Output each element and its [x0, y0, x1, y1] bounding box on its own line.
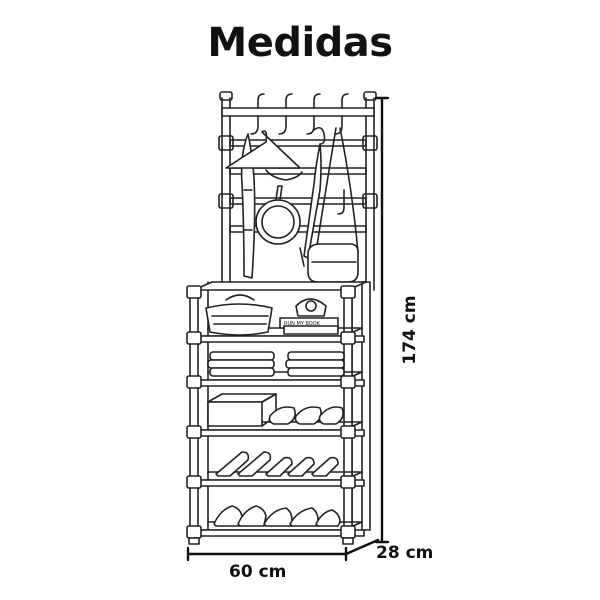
- depth-label: 28 cm: [376, 543, 434, 563]
- page-title: Medidas: [207, 20, 393, 66]
- shelf-top-items: [205, 294, 339, 336]
- shelf-towels: [207, 351, 345, 377]
- shelf-box-shoes: [207, 393, 344, 427]
- height-label: 174 cm: [400, 295, 420, 365]
- depth-dimension-line: [344, 538, 380, 556]
- dimension-lines: [186, 96, 390, 562]
- book-spine-label: RUN MY BOOK: [284, 321, 321, 327]
- shelf-sneakers: [213, 505, 341, 527]
- shelf-heels: [215, 451, 339, 477]
- hanging-items: [225, 126, 359, 283]
- width-label: 60 cm: [229, 562, 287, 582]
